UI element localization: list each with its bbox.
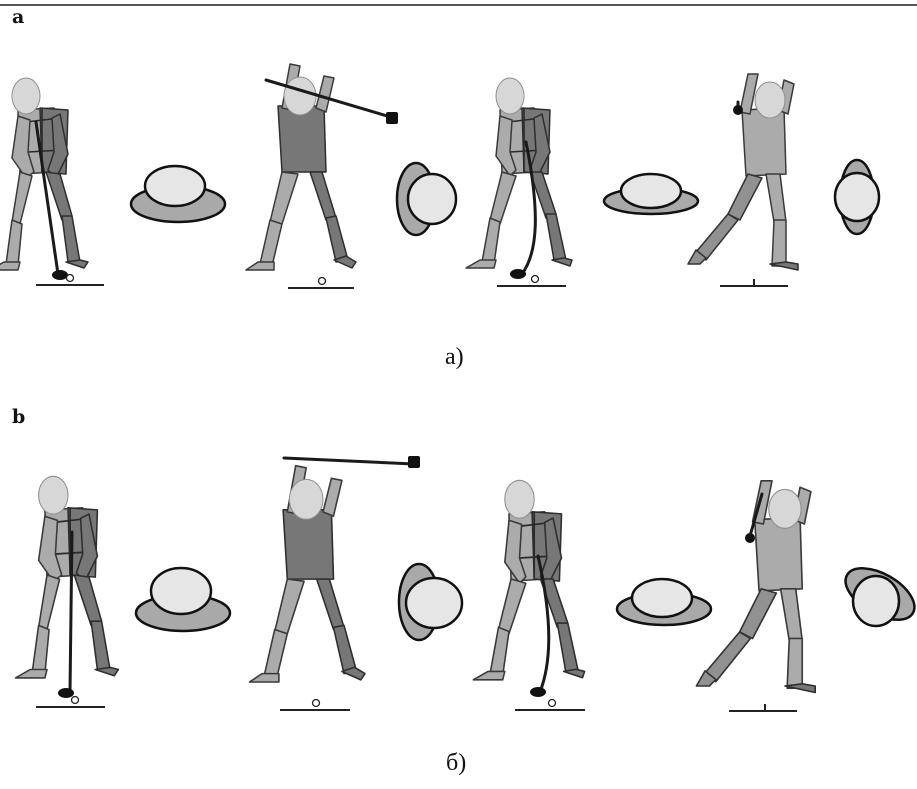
a-finish-head-top-view-icon xyxy=(835,160,879,234)
panel-a-illustration xyxy=(0,0,917,330)
a-top-golfer xyxy=(246,64,398,270)
b-impact-golfer xyxy=(473,480,584,697)
panel-b-caption: б) xyxy=(446,750,466,777)
b-impact-tee xyxy=(549,700,556,707)
b-top-head-top-view-icon xyxy=(399,564,462,640)
b-address-golfer xyxy=(16,476,119,698)
a-finish-golfer xyxy=(688,74,798,270)
b-impact-head-top-view-icon xyxy=(617,579,711,625)
b-address-head-top-view-icon xyxy=(136,568,230,631)
a-impact-golfer xyxy=(466,78,572,279)
a-address-head-top-view-icon xyxy=(131,166,225,222)
panel-a: a xyxy=(0,0,917,330)
b-address-tee xyxy=(72,697,79,704)
panel-b-illustration xyxy=(0,394,917,734)
a-impact-head-top-view-icon xyxy=(604,174,698,214)
b-finish-head-top-view-icon xyxy=(837,558,917,631)
a-top-head-top-view-icon xyxy=(397,163,456,235)
b-finish-golfer xyxy=(696,481,815,693)
panel-b: b xyxy=(0,394,917,734)
a-impact-tee xyxy=(532,276,539,283)
b-top-tee xyxy=(313,700,320,707)
panel-a-caption: а) xyxy=(445,344,464,371)
b-top-golfer xyxy=(250,456,421,682)
a-address-golfer xyxy=(0,78,88,280)
a-top-tee xyxy=(319,278,326,285)
a-address-tee xyxy=(67,275,74,282)
